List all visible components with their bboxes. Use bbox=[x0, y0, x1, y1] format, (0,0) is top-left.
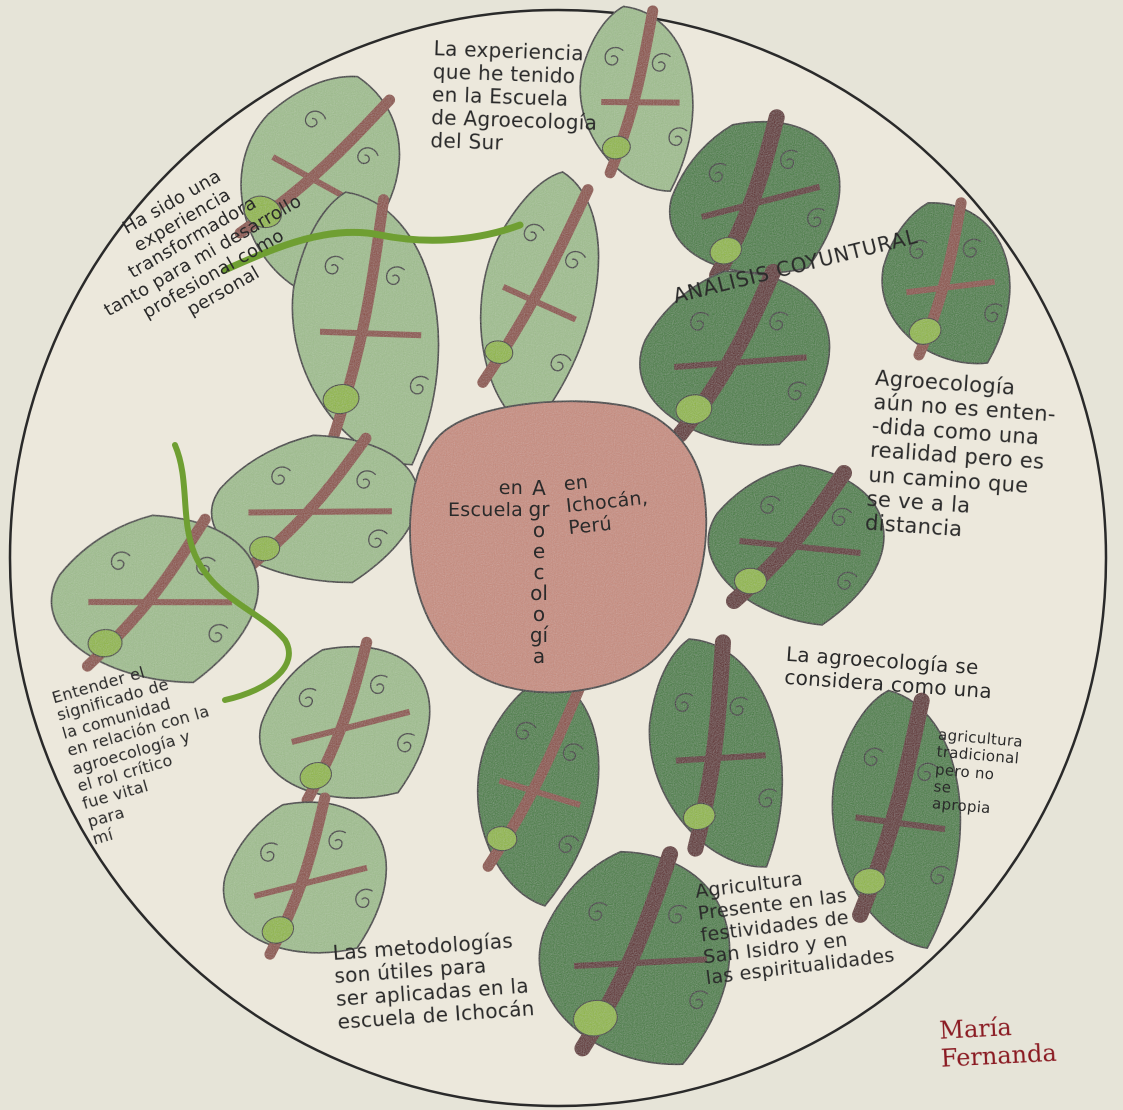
center-blob bbox=[410, 401, 706, 692]
note-bottom-center: Las metodologías son útiles para ser apl… bbox=[332, 928, 535, 1034]
note-top: La experiencia que he tenido en la Escue… bbox=[430, 37, 600, 158]
leaf-spot bbox=[735, 568, 767, 594]
center-left-words: en Escuela bbox=[448, 478, 523, 522]
artist-signature: María Fernanda bbox=[939, 1007, 1123, 1073]
note-right-top: Agroecología aún no es enten- -dida como… bbox=[864, 366, 1058, 547]
note-bottom-right: Agricultura Presente en las festividades… bbox=[694, 859, 896, 991]
center-right-words: en Ichocán, Perú bbox=[563, 466, 652, 540]
center-vertical-word: Agroecología bbox=[528, 478, 550, 667]
note-right-inner: agricultura tradicional pero no se aprop… bbox=[931, 726, 1023, 819]
